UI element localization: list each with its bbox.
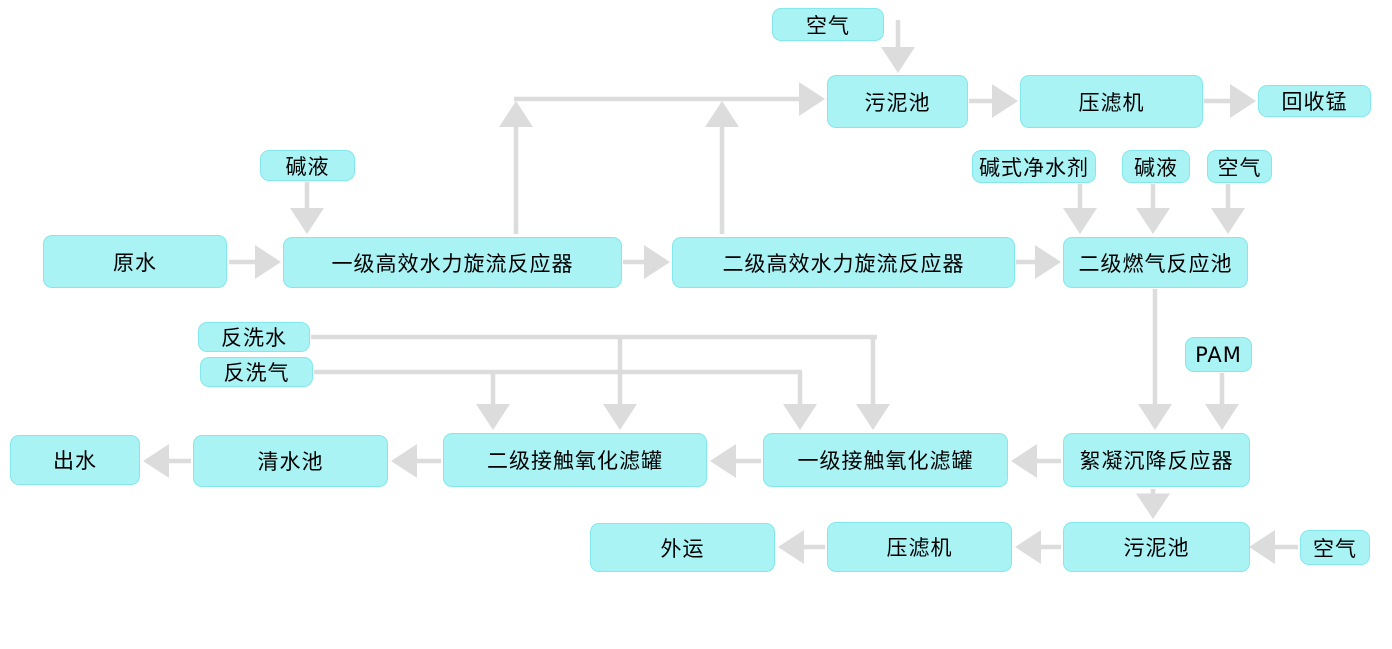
node-label-alkali-liquid-right: 碱液 <box>1134 155 1178 180</box>
gas-pool-down-to-flocculation-arrowhead <box>1138 404 1172 430</box>
node-label-sludge-pool-bottom: 污泥池 <box>1123 536 1190 560</box>
clean-pool-to-out-water-arrowhead <box>143 444 169 478</box>
node-label-recover-manganese: 回收锰 <box>1281 90 1348 114</box>
node-label-alkali-liquid-left: 碱液 <box>285 154 330 179</box>
reactor2-up-to-collector-arrowhead <box>705 101 739 127</box>
backwash-air-down-filter2-arrowhead <box>476 404 510 430</box>
node-label-clean-water-pool: 清水池 <box>257 450 324 474</box>
node-label-cyclone-reactor-2: 二级高效水力旋流反应器 <box>722 251 965 276</box>
node-gas-reaction-pool: 二级燃气反应池 <box>1063 237 1248 288</box>
node-basic-purifier: 碱式净水剂 <box>972 150 1096 183</box>
node-label-cyclone-reactor-1: 一级高效水力旋流反应器 <box>331 251 574 276</box>
node-label-air-bottom: 空气 <box>1313 536 1357 561</box>
node-label-raw-water: 原水 <box>113 250 157 275</box>
reactor2-to-gas-pool-arrowhead <box>1035 245 1061 279</box>
node-label-gas-reaction-pool: 二级燃气反应池 <box>1078 251 1233 276</box>
flocculation-to-filter1-arrowhead <box>1011 444 1037 478</box>
reactor1-up-to-collector-arrowhead <box>499 101 533 127</box>
node-alkali-liquid-right: 碱液 <box>1122 150 1190 183</box>
air-right-down-to-gas-pool-arrowhead <box>1211 208 1245 234</box>
node-label-outbound-transport: 外运 <box>660 536 705 561</box>
node-air-right: 空气 <box>1207 150 1272 183</box>
pam-down-to-flocculation-arrowhead <box>1205 404 1239 430</box>
node-raw-water: 原水 <box>43 235 227 288</box>
node-backwash-air: 反洗气 <box>200 357 313 387</box>
node-label-air-right: 空气 <box>1217 155 1262 180</box>
node-backwash-water: 反洗水 <box>198 322 310 352</box>
node-label-backwash-water: 反洗水 <box>221 326 287 350</box>
filter2-to-clean-pool-arrowhead <box>391 444 417 478</box>
node-sludge-pool-top: 污泥池 <box>827 75 968 128</box>
air-top-down-to-sludge-arrowhead <box>881 47 915 73</box>
node-label-out-water: 出水 <box>53 449 97 473</box>
node-cyclone-reactor-1: 一级高效水力旋流反应器 <box>283 237 622 288</box>
purifier-down-to-gas-pool-arrowhead <box>1063 208 1097 234</box>
backwash-air-down-filter1-arrowhead <box>783 404 817 430</box>
alkali-right-down-to-gas-pool-arrowhead <box>1136 208 1170 234</box>
flocculation-down-to-sludge-bottom-arrowhead <box>1136 493 1170 519</box>
node-out-water: 出水 <box>10 435 140 485</box>
node-contact-oxidation-filter-2: 二级接触氧化滤罐 <box>443 433 707 487</box>
node-label-backwash-air: 反洗气 <box>223 361 290 385</box>
node-flocculation-settling-reactor: 絮凝沉降反应器 <box>1063 433 1250 487</box>
raw-water-to-reactor1-arrowhead <box>255 245 281 279</box>
node-contact-oxidation-filter-1: 一级接触氧化滤罐 <box>763 433 1008 487</box>
node-air-top: 空气 <box>772 8 884 41</box>
node-label-pam: PAM <box>1195 342 1242 367</box>
node-recover-manganese: 回收锰 <box>1258 85 1371 117</box>
backwash-water-down-filter1-arrowhead <box>856 404 890 430</box>
node-label-filter-press-top: 压滤机 <box>1078 90 1145 115</box>
sludge-bottom-to-press-bottom-arrowhead <box>1015 530 1041 564</box>
node-label-sludge-pool-top: 污泥池 <box>864 90 931 115</box>
node-label-contact-oxidation-filter-2: 二级接触氧化滤罐 <box>487 449 663 473</box>
node-filter-press-top: 压滤机 <box>1020 75 1203 128</box>
node-clean-water-pool: 清水池 <box>193 435 388 487</box>
node-cyclone-reactor-2: 二级高效水力旋流反应器 <box>672 237 1015 288</box>
reactor1-to-reactor2-arrowhead <box>644 245 670 279</box>
node-air-bottom: 空气 <box>1300 530 1370 565</box>
alkali-left-down-to-reactor1-arrowhead <box>290 208 324 234</box>
press-bottom-to-outbound-arrowhead <box>778 530 804 564</box>
node-label-contact-oxidation-filter-1: 一级接触氧化滤罐 <box>797 449 974 473</box>
collector-to-sludge-top-arrowhead <box>799 82 825 116</box>
node-alkali-liquid-left: 碱液 <box>260 150 355 181</box>
node-label-air-top: 空气 <box>806 13 850 38</box>
node-label-flocculation-settling-reactor: 絮凝沉降反应器 <box>1079 449 1234 473</box>
backwash-water-down-filter2-arrowhead <box>603 404 637 430</box>
node-label-basic-purifier: 碱式净水剂 <box>979 155 1089 180</box>
node-filter-press-bottom: 压滤机 <box>827 522 1012 572</box>
node-label-filter-press-bottom: 压滤机 <box>886 536 953 560</box>
press-top-to-recover-arrowhead <box>1230 84 1256 118</box>
node-sludge-pool-bottom: 污泥池 <box>1063 522 1250 572</box>
node-pam: PAM <box>1185 337 1252 372</box>
filter1-to-filter2-arrowhead <box>710 444 736 478</box>
node-outbound-transport: 外运 <box>590 523 775 572</box>
sludge-top-to-press-top-arrowhead <box>992 84 1018 118</box>
air-bottom-to-sludge-bottom-arrowhead <box>1249 530 1275 564</box>
